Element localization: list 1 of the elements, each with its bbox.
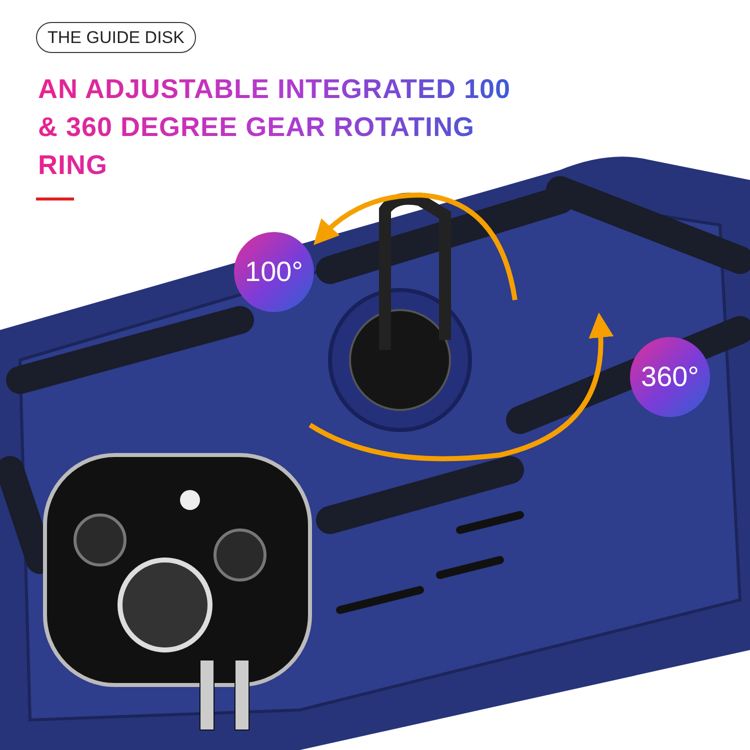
tag-label: THE GUIDE DISK xyxy=(36,22,196,53)
